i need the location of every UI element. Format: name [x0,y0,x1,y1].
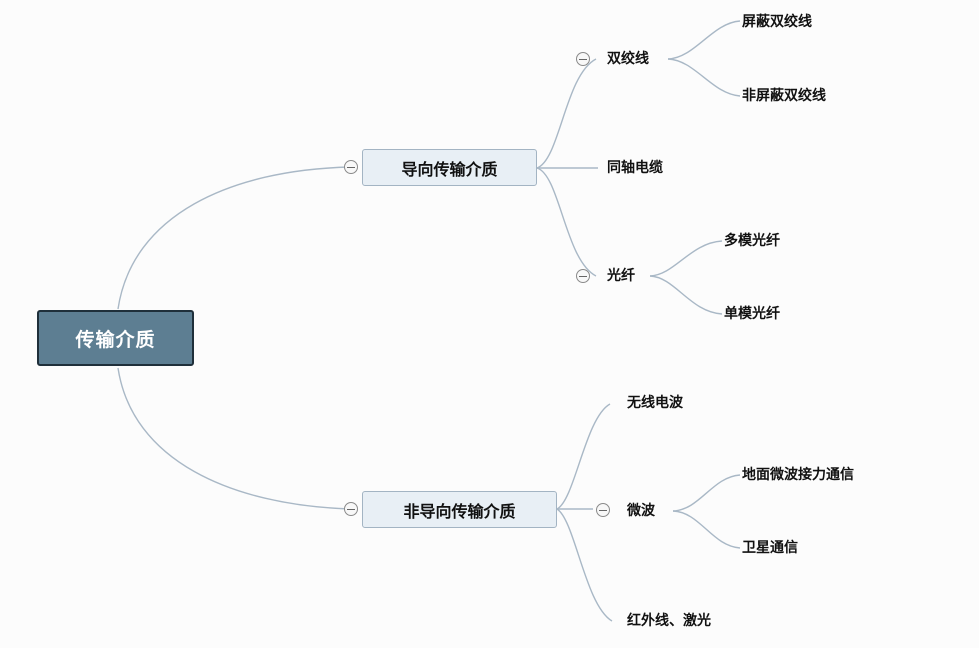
edge-twisted-shielded [667,20,741,60]
collapse-twisted-pair-button[interactable] [576,52,590,66]
edge-unguided-infrared [556,508,613,622]
collapse-guided-button[interactable] [344,160,358,174]
edge-unguided-radio [556,403,611,510]
collapse-microwave-button[interactable] [596,503,610,517]
topic-microwave[interactable]: 微波 [627,503,655,519]
edge-fiber-singlemode [649,275,723,315]
edge-microwave-terrestrial [672,474,741,512]
topic-infrared-laser[interactable]: 红外线、激光 [627,613,711,629]
edge-fiber-multimode [649,240,723,277]
topic-shielded-twisted-pair[interactable]: 屏蔽双绞线 [742,14,812,30]
topic-unguided-media-label: 非导向传输介质 [403,501,516,521]
topic-optical-fiber[interactable]: 光纤 [607,268,635,284]
topic-guided-media-label: 导向传输介质 [401,159,498,179]
root-topic[interactable]: 传输介质 [37,310,194,366]
topic-unshielded-twisted-pair[interactable]: 非屏蔽双绞线 [742,88,826,104]
collapse-fiber-button[interactable] [576,269,590,283]
edge-twisted-unshielded [667,58,741,97]
edge-guided-fiber [536,167,597,277]
topic-satellite-communication[interactable]: 卫星通信 [742,540,798,556]
topic-terrestrial-microwave-relay[interactable]: 地面微波接力通信 [742,467,854,483]
edge-root-guided [117,166,351,310]
root-topic-label: 传输介质 [75,328,156,351]
topic-unguided-media[interactable]: 非导向传输介质 [362,491,557,528]
edge-microwave-satellite [672,510,741,549]
topic-multimode-fiber[interactable]: 多模光纤 [724,233,780,249]
topic-coaxial-cable[interactable]: 同轴电缆 [607,160,663,176]
topic-guided-media[interactable]: 导向传输介质 [362,149,537,186]
topic-singlemode-fiber[interactable]: 单模光纤 [724,306,780,322]
edge-root-unguided [117,367,351,510]
edge-guided-twisted-pair [536,58,597,169]
topic-twisted-pair[interactable]: 双绞线 [607,51,649,67]
collapse-unguided-button[interactable] [344,502,358,516]
topic-radio-wave[interactable]: 无线电波 [627,395,683,411]
